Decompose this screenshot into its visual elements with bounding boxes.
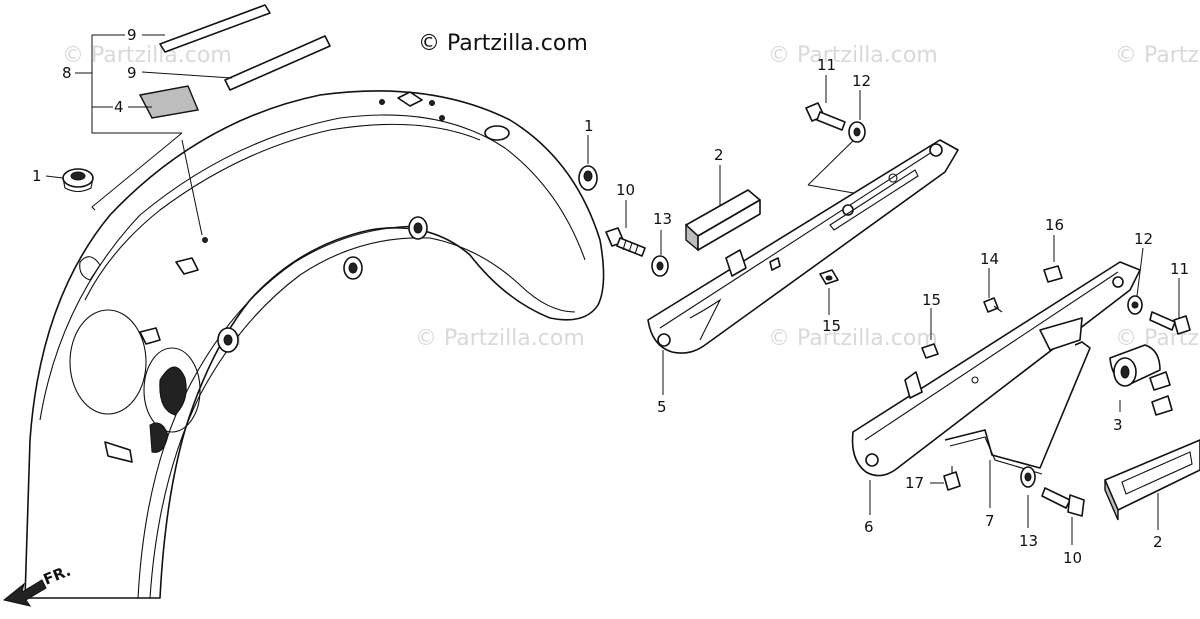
callout-7: 7 bbox=[985, 512, 995, 530]
pad-4 bbox=[138, 85, 199, 119]
copyright-text: © Partzilla.com bbox=[418, 31, 588, 56]
callout-8: 8 bbox=[62, 64, 72, 82]
callout-14: 14 bbox=[980, 250, 999, 268]
callout-11: 11 bbox=[817, 56, 836, 74]
grommet-1-left bbox=[62, 168, 94, 193]
callout-17: 17 bbox=[905, 474, 924, 492]
nut-15-lower bbox=[921, 343, 939, 359]
watermark: © Partzilla.com bbox=[768, 43, 938, 68]
callout-1: 1 bbox=[584, 117, 594, 135]
wire-7 bbox=[944, 341, 1091, 475]
callout-15: 15 bbox=[822, 317, 841, 335]
callout-15: 15 bbox=[922, 291, 941, 309]
callout-16: 16 bbox=[1045, 216, 1064, 234]
bracket-5 bbox=[647, 139, 959, 354]
callout-10: 10 bbox=[1063, 549, 1082, 567]
callout-13: 13 bbox=[653, 210, 672, 228]
callout-6: 6 bbox=[864, 518, 874, 536]
reflector-2-lower bbox=[1104, 439, 1200, 521]
callout-numbers: 9 8 9 4 1 1 2 10 13 11 12 15 5 16 14 15 … bbox=[32, 26, 1189, 567]
callout-4: 4 bbox=[114, 98, 124, 116]
nut-16 bbox=[1043, 265, 1063, 283]
callout-9: 9 bbox=[127, 26, 137, 44]
watermark: © Partzilla.com bbox=[1115, 43, 1200, 68]
washer-13-upper bbox=[651, 255, 669, 277]
rear-fender bbox=[24, 90, 605, 599]
leader-lines bbox=[45, 34, 1180, 545]
callout-12: 12 bbox=[1134, 230, 1153, 248]
callout-5: 5 bbox=[657, 398, 667, 416]
bracket-6 bbox=[851, 261, 1141, 477]
callout-11: 11 bbox=[1170, 260, 1189, 278]
washer-12-lower bbox=[1127, 295, 1143, 315]
callout-10: 10 bbox=[616, 181, 635, 199]
reflector-2-upper bbox=[685, 189, 761, 252]
stripe-9-lower bbox=[224, 35, 331, 91]
bolt-11-lower bbox=[1149, 311, 1191, 335]
bolt-11-upper bbox=[805, 102, 846, 131]
helmet-lock-3 bbox=[1109, 344, 1173, 416]
callout-2: 2 bbox=[1153, 533, 1163, 551]
callout-12: 12 bbox=[852, 72, 871, 90]
callout-2: 2 bbox=[714, 146, 724, 164]
grommet-1-right bbox=[578, 165, 598, 191]
callout-1: 1 bbox=[32, 167, 42, 185]
screw-17 bbox=[943, 466, 961, 491]
washer-12-upper bbox=[848, 121, 866, 143]
bolt-10-upper bbox=[605, 227, 646, 257]
watermark: © Partzilla.com bbox=[62, 43, 232, 68]
screw-14 bbox=[983, 297, 1003, 313]
callout-3: 3 bbox=[1113, 416, 1123, 434]
watermark: © Partzilla.com bbox=[415, 326, 585, 351]
nut-15-upper bbox=[819, 269, 839, 285]
watermark: © Partzilla.com bbox=[768, 326, 938, 351]
bolt-10-lower bbox=[1041, 487, 1085, 517]
callout-9: 9 bbox=[127, 64, 137, 82]
stripe-9-upper bbox=[159, 4, 271, 53]
grommet bbox=[217, 216, 428, 353]
washer-13-lower bbox=[1020, 466, 1036, 488]
callout-13: 13 bbox=[1019, 532, 1038, 550]
